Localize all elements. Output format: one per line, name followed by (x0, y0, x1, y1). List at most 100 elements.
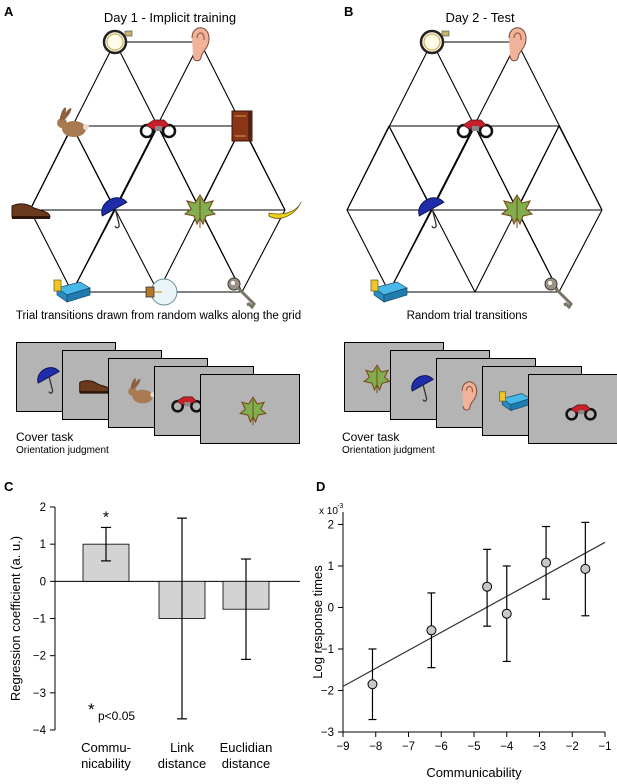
data-point (541, 557, 552, 568)
y-tick-label: 0 (328, 602, 334, 614)
grid-edge (29, 125, 73, 211)
card-image (37, 367, 60, 394)
stimulus-card (528, 374, 617, 444)
y-axis-label: Regression coefficient (a. u.) (8, 536, 23, 701)
magnifier-icon (102, 29, 133, 55)
footnote-star: * (88, 700, 95, 719)
grid-edge (71, 125, 116, 211)
y-scale-exponent: -3 (337, 503, 343, 510)
x-tick-label: −1 (598, 741, 611, 753)
x-tick-label: −2 (566, 741, 579, 753)
x-tick-label: distance (158, 756, 206, 771)
panel-a-caption: Trial transitions drawn from random walk… (15, 310, 302, 322)
cover-task-label: Cover task (342, 430, 400, 444)
x-tick-label: distance (222, 756, 270, 771)
cover-task-sub: Orientation judgment (16, 445, 109, 456)
x-tick-label: −7 (402, 741, 415, 753)
book-icon (231, 110, 253, 142)
grid-edge (558, 125, 603, 211)
cover-task-sub: Orientation judgment (342, 445, 435, 456)
panel-b-caption: Random trial transitions (406, 310, 528, 322)
grid-edge (346, 125, 390, 211)
card-image (461, 381, 478, 411)
rabbit-icon (57, 107, 89, 137)
y-tick-label: −3 (33, 688, 46, 700)
significance-star: * (103, 509, 109, 526)
ear-icon (191, 27, 210, 62)
x-tick-label: Commu- (81, 740, 131, 755)
x-tick-label: −9 (336, 741, 349, 753)
motorcycle-icon (171, 396, 203, 413)
panel-a-cover-task: Cover task Orientation judgment (16, 430, 109, 458)
bed-icon (370, 279, 408, 303)
rabbit-icon (128, 378, 156, 404)
card-image (411, 375, 434, 402)
leaf-icon (183, 193, 217, 228)
banana-icon (268, 201, 302, 219)
x-tick-label: −4 (500, 741, 514, 753)
key-icon (227, 277, 256, 310)
umbrella-icon (101, 197, 128, 229)
data-point (501, 608, 512, 619)
y-tick-label: 1 (328, 561, 334, 573)
key-icon (544, 277, 573, 310)
umbrella-icon (411, 375, 434, 402)
card-image (128, 378, 156, 404)
panel-label-d: D (316, 479, 326, 494)
umbrella-icon (37, 367, 60, 394)
lightbulb-icon (145, 278, 178, 306)
y-tick-label: 2 (328, 519, 334, 531)
leaf-icon (363, 364, 391, 394)
data-point (482, 581, 493, 592)
y-tick-label: 1 (40, 539, 46, 551)
x-tick-label: nicability (81, 756, 131, 771)
card-image (363, 364, 391, 394)
grid-edge (71, 209, 116, 293)
x-tick-label: −6 (435, 741, 448, 753)
cover-task-label: Cover task (16, 430, 74, 444)
y-tick-label: −1 (33, 614, 46, 626)
grid-edge (474, 125, 518, 211)
panel-b-cover-task: Cover task Orientation judgment (342, 430, 435, 458)
x-tick-label: −8 (369, 741, 382, 753)
magnifier-icon (419, 29, 450, 55)
footnote-text: p<0.05 (98, 709, 135, 723)
grid-edge (431, 125, 476, 211)
x-tick-label: −3 (533, 741, 546, 753)
x-axis-label: Communicability (426, 765, 522, 780)
y-tick-label: −3 (321, 727, 334, 739)
grid-edge (114, 125, 159, 211)
y-tick-label: −2 (321, 685, 334, 697)
leaf-icon (239, 396, 267, 426)
motorcycle-icon (139, 119, 177, 139)
card-image (565, 404, 597, 421)
panel-label-c: C (4, 479, 14, 494)
umbrella-icon (418, 197, 445, 229)
motorcycle-icon (565, 404, 597, 421)
ear-icon (461, 381, 478, 411)
y-tick-label: −4 (33, 725, 47, 737)
y-axis-label: Log response times (310, 565, 325, 679)
grid-edge (388, 209, 433, 293)
shoe-icon (11, 203, 51, 219)
panel-b-grid (346, 27, 603, 310)
panel-label-b: B (344, 4, 354, 19)
stimulus-card (200, 374, 300, 444)
grid-edge (346, 209, 390, 293)
y-scale-note: x 10 (319, 506, 338, 517)
y-tick-label: −2 (33, 651, 46, 663)
leaf-icon (500, 193, 534, 228)
data-point (426, 625, 437, 636)
x-tick-label: Euclidian (220, 740, 273, 755)
grid-edge (29, 209, 73, 293)
bed-icon (53, 279, 91, 303)
data-point (367, 679, 378, 690)
panel-a-title: Day 1 - Implicit training (103, 10, 237, 25)
panel-a-grid (11, 27, 302, 310)
x-tick-label: −5 (467, 741, 480, 753)
ear-icon (508, 27, 527, 62)
grid-edge (388, 125, 433, 211)
y-tick-label: −1 (321, 644, 334, 656)
panel-b-title: Day 2 - Test (445, 10, 515, 25)
data-point (580, 563, 591, 574)
